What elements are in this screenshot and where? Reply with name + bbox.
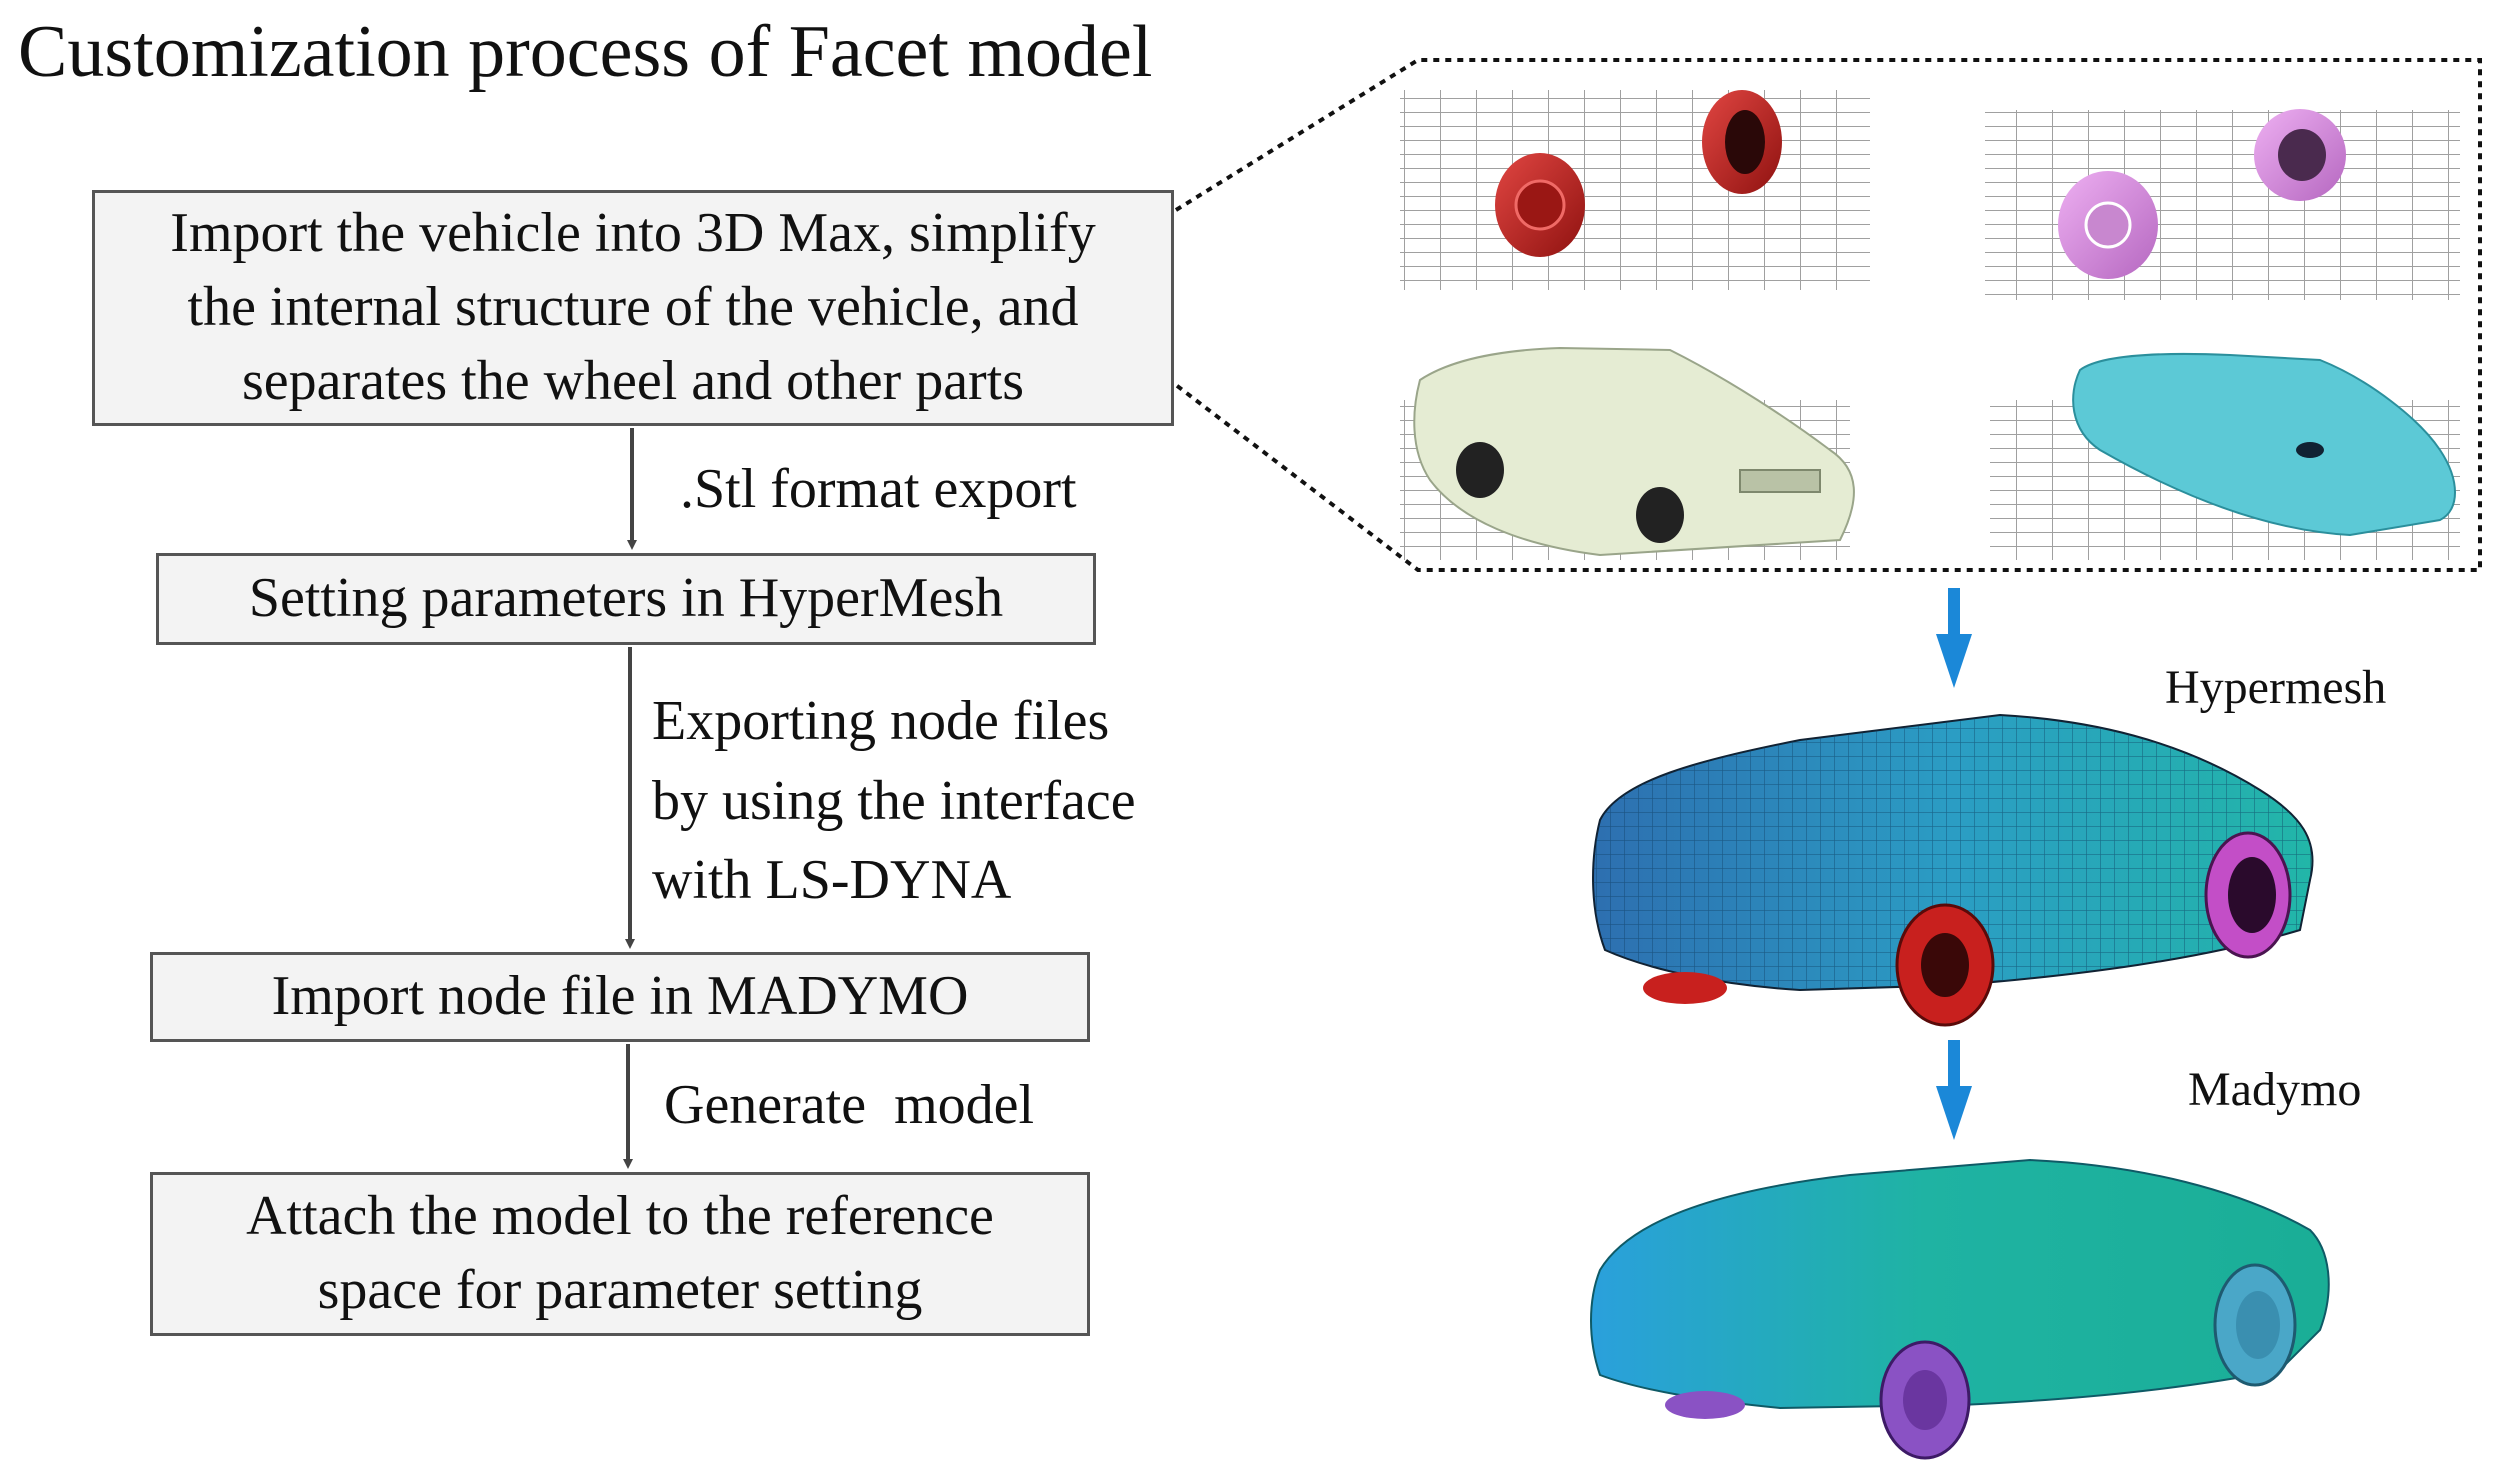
label-step2-line-2: by using the interface (652, 769, 1136, 832)
madymo-car (1590, 1158, 2330, 1460)
dotted-callout (1174, 58, 2482, 572)
box1-line-1: Import the vehicle into 3D Max, simplify (170, 202, 1096, 265)
red-wheels-panel (1400, 90, 1870, 290)
page-title: Customization process of Facet model (18, 11, 1153, 93)
label-step2-line-3: with LS-DYNA (652, 849, 1012, 912)
box2-text: Setting parameters in HyperMesh (248, 567, 1004, 630)
label-generate-model: Generate model (664, 1074, 1035, 1136)
box4-line-1: Attach the model to the reference (246, 1185, 994, 1248)
hypermesh-car (1592, 713, 2314, 1027)
step-box-attach-model: Attach the model to the reference space … (150, 1172, 1090, 1336)
box1-line-2: the internal structure of the vehicle, a… (187, 276, 1079, 339)
step-box-madymo-import: Import node file in MADYMO (150, 952, 1090, 1042)
box1-line-3: separates the wheel and other parts (241, 349, 1025, 412)
label-stl-export: .Stl format export (680, 458, 1077, 520)
box4-line-2: space for parameter setting (317, 1259, 923, 1321)
pink-wheels-panel (1985, 109, 2460, 300)
label-step2-line-1: Exporting node files (652, 690, 1110, 752)
blue-down-arrows (1936, 588, 1972, 1140)
label-madymo: Madymo (2188, 1063, 2362, 1116)
box3-text: Import node file in MADYMO (271, 965, 969, 1028)
flow-arrows (623, 428, 637, 1169)
label-hypermesh: Hypermesh (2165, 661, 2387, 714)
body-shell-panel (1400, 346, 1855, 560)
step-box-hypermesh: Setting parameters in HyperMesh (156, 553, 1096, 645)
step-box-import-3dmax: Import the vehicle into 3D Max, simplify… (92, 190, 1174, 426)
cyan-body-panel (1990, 352, 2460, 560)
label-exporting-node-files: Exporting node files by using the interf… (652, 682, 1136, 921)
